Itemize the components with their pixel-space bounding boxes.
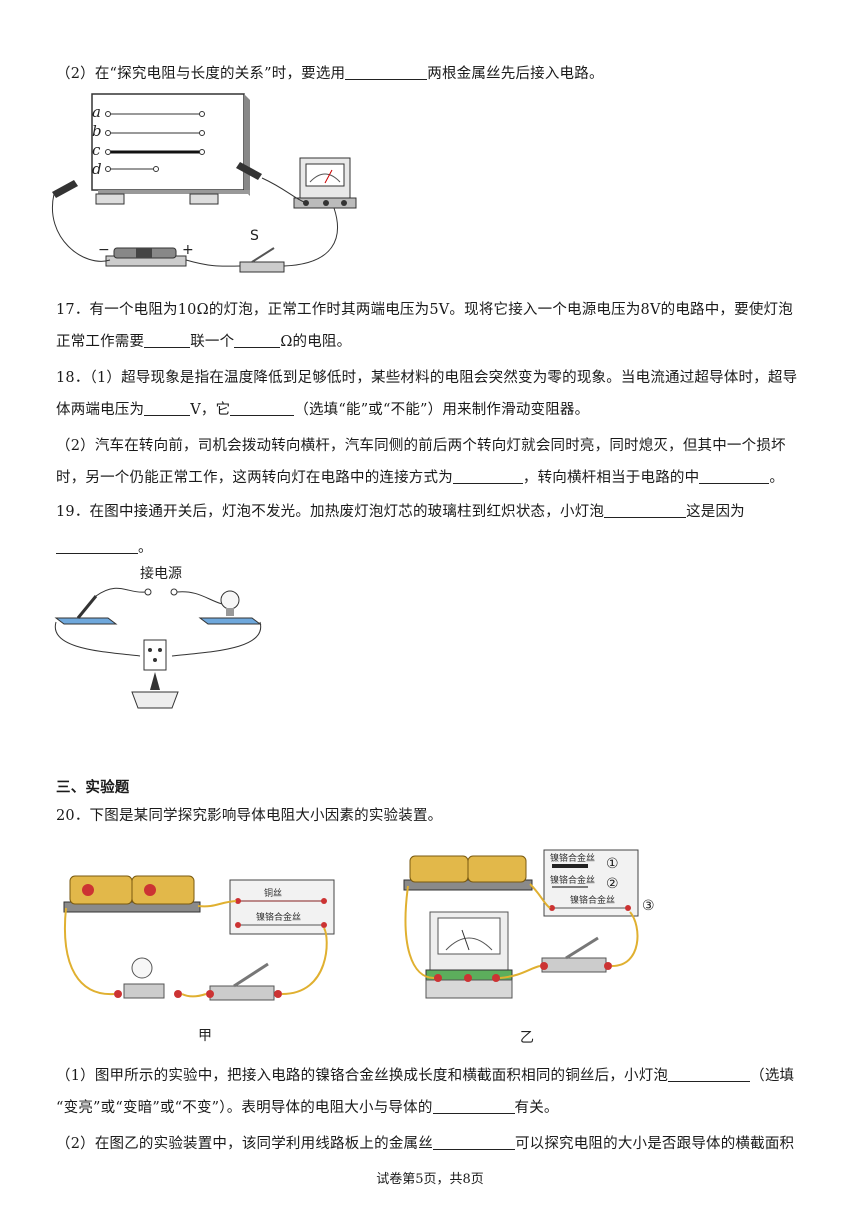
page-footer: 试卷第5页，共8页 [376, 1172, 484, 1187]
answer-blank[interactable] [56, 539, 138, 554]
resistance-length-figure: a b c d − + S [52, 93, 357, 273]
plus-terminal-label: + [182, 242, 194, 258]
board-label-1: 镍铬合金丝 [550, 852, 595, 864]
q20-intro: 20．下图是某同学探究影响导体电阻大小因素的实验装置。 [56, 808, 443, 824]
caption-jia: 甲 [198, 1028, 212, 1044]
q17-line1: 17．有一个电阻为10Ω的灯泡，正常工作时其两端电压为5V。现将它接入一个电源电… [56, 302, 793, 318]
answer-blank[interactable] [432, 1099, 515, 1114]
answer-blank[interactable] [699, 469, 770, 484]
board-label-3: 镍铬合金丝 [570, 894, 615, 906]
caption-yi: 乙 [520, 1030, 534, 1046]
board-label-2: 镍铬合金丝 [550, 874, 595, 886]
power-label: 接电源 [140, 565, 182, 582]
mark-2: ② [606, 876, 619, 892]
answer-blank[interactable] [452, 469, 523, 484]
wire-label-a: a [92, 103, 101, 121]
wire-label-b: b [92, 122, 102, 140]
q19-line1: 19．在图中接通开关后，灯泡不发光。加热废灯泡灯芯的玻璃柱到红炽状态，小灯泡这是… [56, 503, 745, 520]
q18-line1: 18．（1）超导现象是指在温度降低到足够低时，某些材料的电阻会突然变为零的现象。… [56, 370, 798, 386]
board-label-nichrome: 镍铬合金丝 [256, 911, 301, 923]
answer-blank[interactable] [345, 65, 428, 80]
q18-line4: 时，另一个仍能正常工作，这两转向灯在电路中的连接方式为，转向横杆相当于电路的中。 [56, 469, 785, 486]
q19-line2: 。 [56, 536, 153, 557]
figure-jia: 铜丝 镍铬合金丝 甲 [63, 875, 335, 1044]
answer-blank[interactable] [234, 333, 281, 348]
wire-label-c: c [92, 141, 101, 159]
q20-p1-line2: “变亮”或“变暗”或“不变”）。表明导体的电阻大小与导体的有关。 [56, 1099, 559, 1116]
heated-glass-figure: 接电源 [54, 565, 262, 709]
answer-blank[interactable] [604, 503, 687, 518]
q20-p2-line1: （2）在图乙的实验装置中，该同学利用线路板上的金属丝可以探究电阻的大小是否跟导体… [56, 1135, 795, 1152]
minus-terminal-label: − [98, 242, 110, 258]
switch-label-s: S [250, 228, 259, 244]
answer-blank[interactable] [230, 401, 295, 416]
wire-label-d: d [92, 160, 102, 178]
mark-1: ① [606, 856, 619, 872]
mark-3: ③ [642, 898, 655, 914]
answer-blank[interactable] [432, 1135, 515, 1150]
answer-blank[interactable] [144, 401, 191, 416]
answer-blank[interactable] [668, 1067, 751, 1082]
section-title: 三、实验题 [56, 779, 130, 796]
answer-blank[interactable] [144, 333, 191, 348]
figure-yi: 镍铬合金丝 镍铬合金丝 镍铬合金丝 ① ② ③ 乙 [403, 849, 655, 1046]
q16-part2: （2）在“探究电阻与长度的关系”时，要选用两根金属丝先后接入电路。 [56, 65, 604, 82]
q18-line3: （2）汽车在转向前，司机会拨动转向横杆，汽车同侧的前后两个转向灯就会同时亮，同时… [56, 438, 786, 454]
board-label-copper: 铜丝 [264, 887, 282, 899]
q20-p1-line1: （1）图甲所示的实验中，把接入电路的镍铬合金丝换成长度和横截面积相同的铜丝后，小… [56, 1067, 795, 1084]
